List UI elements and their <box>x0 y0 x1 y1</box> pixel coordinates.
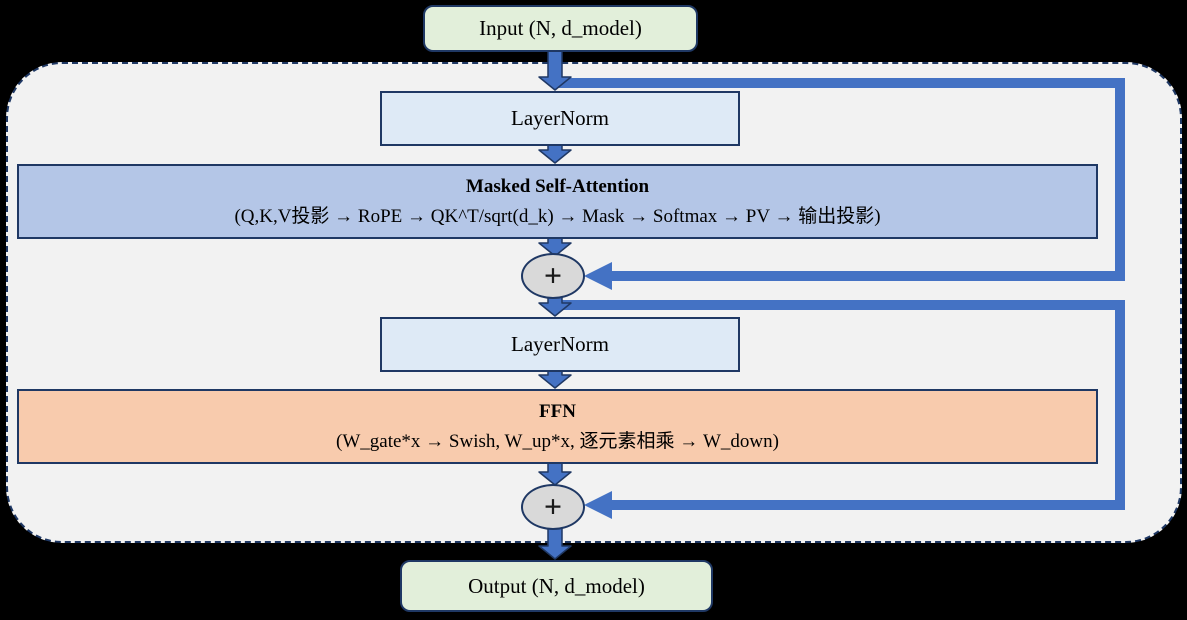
residual-add1-node: + <box>521 253 585 299</box>
ffn-title: FFN <box>539 401 576 423</box>
input-node: Input (N, d_model) <box>423 5 698 52</box>
layernorm1-node: LayerNorm <box>380 91 740 146</box>
output-node: Output (N, d_model) <box>400 560 713 612</box>
ffn-detail: (W_gate*x → Swish, W_up*x, 逐元素相乘 → W_dow… <box>336 430 779 452</box>
input-label: Input (N, d_model) <box>479 16 642 40</box>
add2-plus-icon: + <box>543 487 563 524</box>
layernorm2-label: LayerNorm <box>511 332 609 356</box>
output-label: Output (N, d_model) <box>468 573 645 598</box>
attention-title: Masked Self-Attention <box>465 176 650 198</box>
residual-add2-node: + <box>521 484 585 530</box>
layernorm1-label: LayerNorm <box>511 106 609 130</box>
attention-detail: (Q,K,V投影 → RoPE → QK^T/sqrt(d_k) → Mask … <box>234 205 881 227</box>
add1-plus-icon: + <box>543 256 563 293</box>
layernorm2-node: LayerNorm <box>380 317 740 372</box>
masked-self-attention-node: Masked Self-Attention (Q,K,V投影 → RoPE → … <box>17 164 1098 239</box>
ffn-node: FFN (W_gate*x → Swish, W_up*x, 逐元素相乘 → W… <box>17 389 1098 464</box>
